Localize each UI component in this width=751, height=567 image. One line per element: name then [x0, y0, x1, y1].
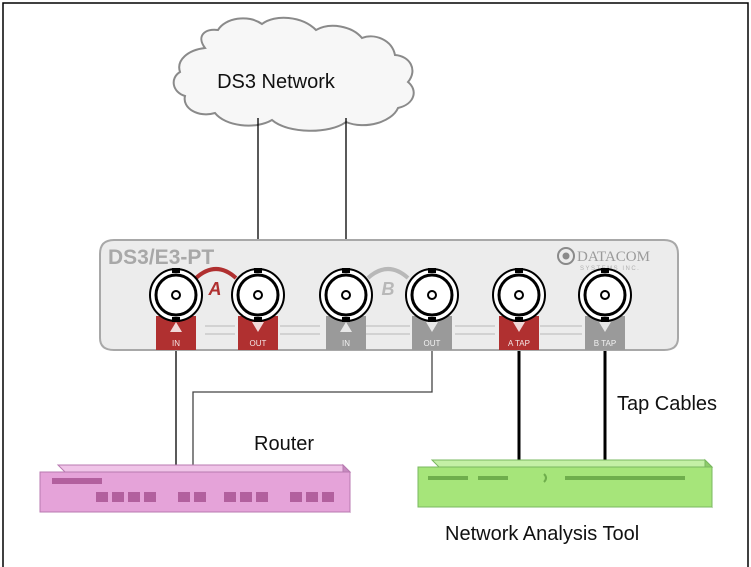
bnc-connector-out-a	[231, 268, 285, 322]
arrow-down-icon	[426, 322, 438, 332]
router-top	[56, 464, 352, 473]
bnc-connector-out-b	[405, 268, 459, 322]
bnc-connector-in-b	[319, 268, 373, 322]
datacom-logo-mark-inner	[562, 252, 570, 260]
port-tab-label: OUT	[424, 339, 441, 348]
network-analysis-tool: Network Analysis Tool	[417, 458, 714, 545]
port-tab-label: OUT	[250, 339, 267, 348]
faceplate-stripes	[205, 325, 582, 335]
arrow-up-icon	[340, 322, 352, 332]
bnc-connector-in-a	[149, 268, 203, 322]
tap-cables-label: Tap Cables	[617, 393, 717, 415]
analyzer-front	[417, 466, 713, 508]
bnc-connector-b-tap	[578, 268, 632, 322]
cloud-shape	[172, 16, 415, 132]
channel-b-label: B	[382, 279, 395, 299]
analyzer-details	[428, 473, 685, 483]
arrow-down-icon	[252, 322, 264, 332]
analyzer-label: Network Analysis Tool	[445, 523, 639, 545]
router-vents	[52, 478, 334, 502]
arrow-down-icon	[513, 322, 525, 332]
port-tab-in-a: IN	[156, 316, 196, 350]
ds3-e3-pt-device: DS3/E3-PT DATACOM SYSTEMS INC. A B IN	[99, 239, 679, 351]
port-tab-label: IN	[172, 339, 180, 348]
bnc-connector-a-tap	[492, 268, 546, 322]
router: Router	[39, 433, 352, 514]
arrow-up-icon	[170, 322, 182, 332]
analyzer-top	[430, 459, 714, 468]
channel-a-label: A	[208, 279, 222, 299]
device-model-label: DS3/E3-PT	[108, 246, 214, 269]
router-label: Router	[254, 433, 314, 455]
datacom-brand-label: DATACOM	[577, 249, 650, 265]
cloud-label: DS3 Network	[217, 71, 336, 93]
port-tab-label: A TAP	[508, 339, 530, 348]
channel-a-arc	[194, 267, 238, 280]
datacom-logo-mark	[557, 247, 575, 265]
channel-b-arc	[366, 267, 410, 280]
arrow-down-icon	[599, 322, 611, 332]
port-tab-label: IN	[342, 339, 350, 348]
port-tab-label: B TAP	[594, 339, 616, 348]
ds3-network-cloud: DS3 Network	[172, 16, 415, 132]
